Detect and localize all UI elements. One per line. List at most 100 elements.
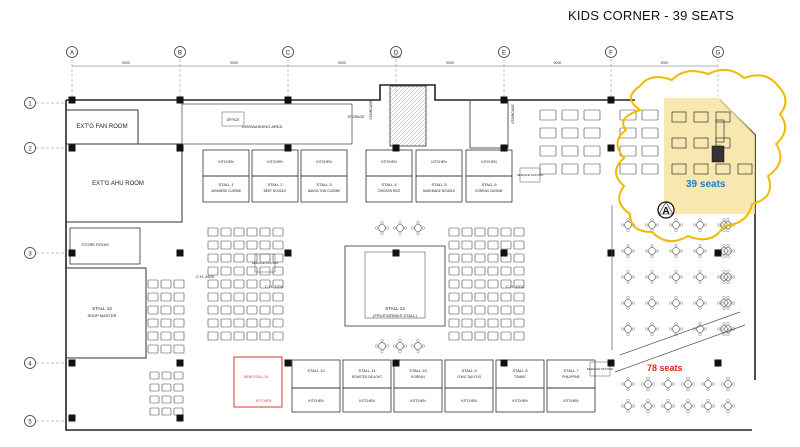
chair — [645, 275, 649, 279]
table — [272, 292, 284, 302]
chair — [698, 254, 702, 258]
table — [173, 305, 185, 315]
table — [246, 253, 258, 263]
chair — [661, 382, 665, 386]
round-table — [724, 380, 732, 388]
chair — [706, 388, 710, 392]
stall-sub: ROASTED DELIGHT — [352, 375, 382, 379]
round-table — [648, 299, 656, 307]
stall14-sub: (FRUIT/DRINKS STALL) — [373, 313, 417, 318]
table — [461, 240, 473, 250]
chair — [712, 382, 716, 386]
table — [500, 227, 512, 237]
column — [714, 249, 722, 257]
round-table — [696, 221, 704, 229]
kitchen-label: KITCHEN — [431, 160, 447, 164]
chair — [693, 223, 697, 227]
kitchen-label: KITCHEN — [381, 160, 397, 164]
table — [259, 318, 271, 328]
table — [272, 253, 284, 263]
chair — [693, 301, 697, 305]
table — [487, 331, 499, 341]
chair — [626, 322, 630, 326]
chair — [650, 307, 654, 311]
chair — [393, 226, 397, 230]
column — [68, 414, 76, 422]
chair — [646, 388, 650, 392]
chair — [626, 270, 630, 274]
chair — [686, 388, 690, 392]
chair — [698, 281, 702, 285]
round-table — [672, 299, 680, 307]
col-dimension: 9000 — [122, 61, 130, 65]
chair — [661, 404, 665, 408]
chair — [411, 226, 415, 230]
chair — [721, 404, 725, 408]
table — [147, 279, 159, 289]
chair — [646, 377, 650, 381]
service-station-1: SERVICE STATION — [252, 261, 279, 265]
storage-label: STORAGE — [347, 115, 365, 119]
chair — [650, 281, 654, 285]
column — [176, 96, 184, 104]
table — [173, 292, 185, 302]
kitchen-label: KITCHEN — [359, 399, 375, 403]
stall-name: STALL 4 — [381, 182, 397, 187]
chair — [621, 404, 625, 408]
grid-bubble — [24, 415, 36, 427]
chair — [656, 249, 660, 253]
chair — [645, 249, 649, 253]
table — [246, 240, 258, 250]
chair — [645, 301, 649, 305]
chair — [726, 333, 730, 337]
service-station-2: SERVICE STATION — [517, 173, 544, 177]
column — [68, 359, 76, 367]
round-tables — [375, 217, 736, 414]
lower-area-seat-count: 78 seats — [647, 363, 683, 373]
stall14-island: STALL 14 (FRUIT/DRINKS STALL) — [344, 245, 446, 327]
grid-column-label: D — [394, 51, 399, 57]
round-table — [696, 247, 704, 255]
grid-bubble — [605, 46, 617, 58]
chair — [732, 249, 736, 253]
kitchen-label: KITCHEN — [308, 399, 324, 403]
table — [149, 383, 160, 392]
chair — [672, 382, 676, 386]
table — [539, 163, 557, 175]
table — [474, 305, 486, 315]
stall-sub: CHICKEN RICE — [378, 189, 401, 193]
chair — [669, 249, 673, 253]
chair — [717, 327, 721, 331]
chair — [701, 404, 705, 408]
stall-sub: BEEF NOODLE — [264, 189, 287, 193]
chair — [732, 404, 736, 408]
kitchen-label: KITCHEN — [218, 160, 234, 164]
col-dimension: 9000 — [230, 61, 238, 65]
chair — [732, 382, 736, 386]
chair — [726, 377, 730, 381]
chair — [674, 322, 678, 326]
table — [448, 318, 460, 328]
chair — [721, 275, 725, 279]
chair — [393, 344, 397, 348]
table — [474, 318, 486, 328]
table — [619, 127, 637, 139]
grid-bubble — [390, 46, 402, 58]
table — [259, 266, 271, 276]
chair — [681, 404, 685, 408]
kitchen-label: KITCHEN — [512, 399, 528, 403]
round-table — [624, 273, 632, 281]
table — [220, 266, 232, 276]
round-table — [624, 299, 632, 307]
chair — [626, 296, 630, 300]
chair — [626, 399, 630, 403]
round-table — [696, 273, 704, 281]
round-table — [648, 325, 656, 333]
stall-name: STALL 8 — [512, 368, 528, 373]
table — [474, 331, 486, 341]
table — [641, 163, 659, 175]
table — [500, 292, 512, 302]
table — [246, 292, 258, 302]
table — [487, 253, 499, 263]
